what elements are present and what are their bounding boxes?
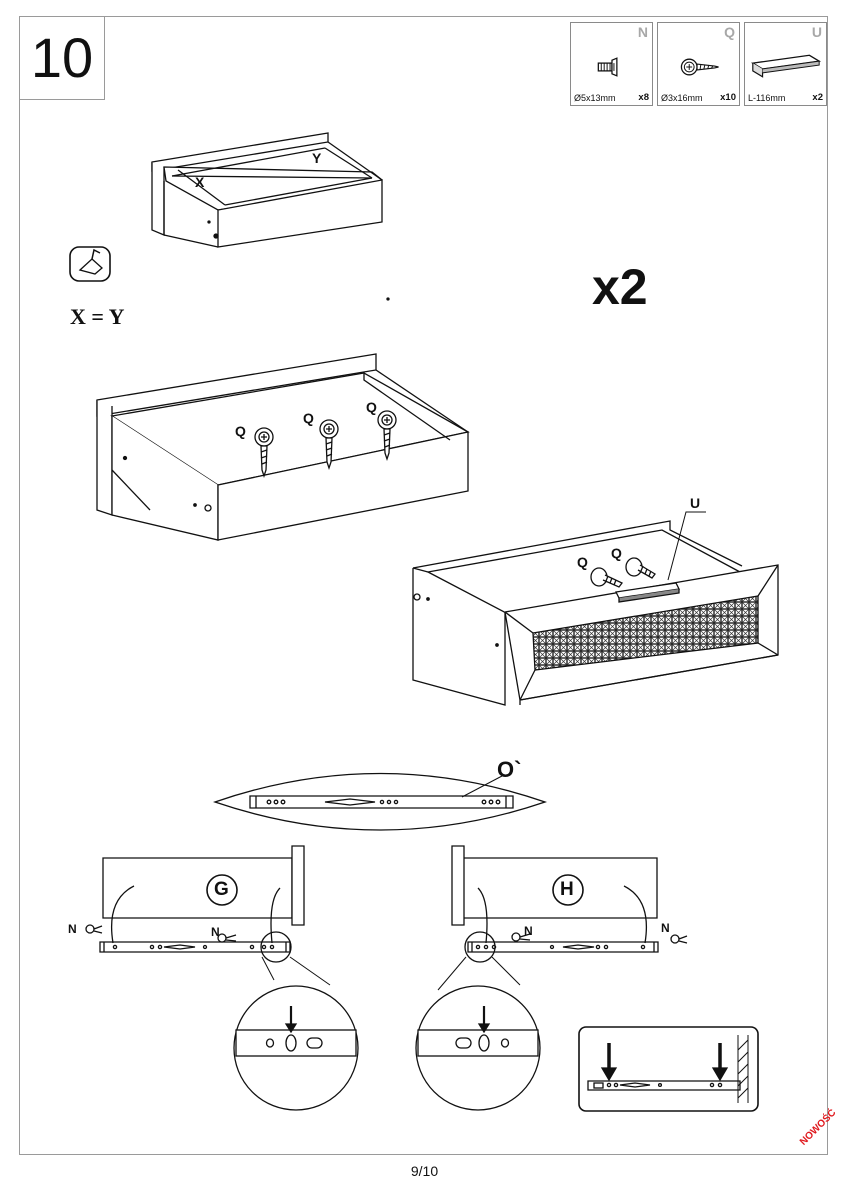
label-screw-q: Q [577,554,588,570]
part-size: Ø3x16mm [661,93,703,103]
label-rail-o: O` [497,757,522,782]
label-screw-q: Q [303,410,314,426]
part-qty: x8 [638,92,649,103]
multiplier-label: x2 [592,259,648,315]
diagonal-equation: X = Y [70,304,125,329]
label-screw-q: Q [366,399,377,415]
screw-short-icon [597,57,618,77]
part-letter: N [637,24,648,40]
label-diag-y: Y [312,150,322,166]
part-size: L-116mm [748,93,786,103]
label-screw-n: N [661,921,670,935]
label-side-h: H [560,879,574,900]
part-qty: x10 [720,92,736,103]
label-screw-q: Q [611,545,622,561]
step-number: 10 [19,16,105,100]
drawer-handle-fitting [412,511,779,706]
drawer-front-screws [96,353,470,541]
page-number: 9/10 [410,1163,439,1179]
screw-q-icon [377,410,397,462]
square-tool-icon [69,246,111,282]
slide-rail [212,772,548,831]
rail-mounting-inset [578,1026,759,1112]
screw-washer-icon [680,58,719,76]
label-handle-u: U [690,495,701,511]
label-screw-q: Q [235,423,246,439]
label-screw-n: N [68,922,77,936]
part-size: Ø5x13mm [574,93,616,103]
part-card-n: N Ø5x13mm x8 [570,22,653,106]
part-letter: Q [724,24,735,40]
detail-zoom-right [415,956,541,1111]
detail-zoom-left [233,956,359,1111]
label-screw-n: N [524,924,533,938]
screw-q-icon [319,419,339,471]
label-screw-n: N [211,925,220,939]
side-panel-h [451,845,688,963]
part-card-q: Q Ø3x16mm x10 [657,22,740,106]
label-side-g: G [214,879,229,900]
page-frame [19,16,828,1155]
label-diag-x: X [195,174,205,190]
screw-q-icon [254,427,274,479]
part-qty: x2 [812,92,823,103]
part-letter: U [811,24,822,40]
handle-profile-icon [750,54,822,78]
side-panel-g [85,845,305,963]
part-card-u: U L-116mm x2 [744,22,827,106]
drawer-diagonal-check [151,132,383,248]
